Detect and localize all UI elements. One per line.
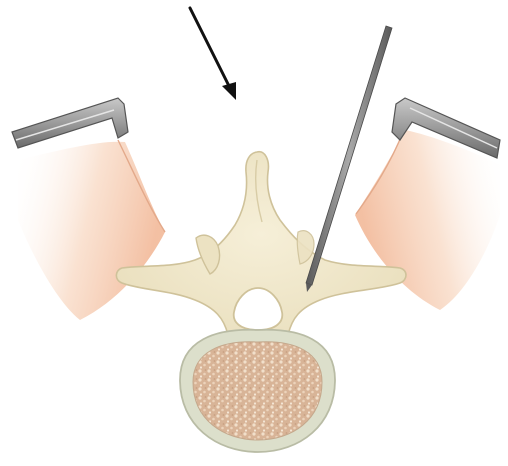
direction-arrow	[190, 8, 236, 100]
left-soft-tissue	[18, 140, 165, 320]
left-retractor	[12, 98, 128, 148]
vertebral-body	[180, 330, 335, 452]
